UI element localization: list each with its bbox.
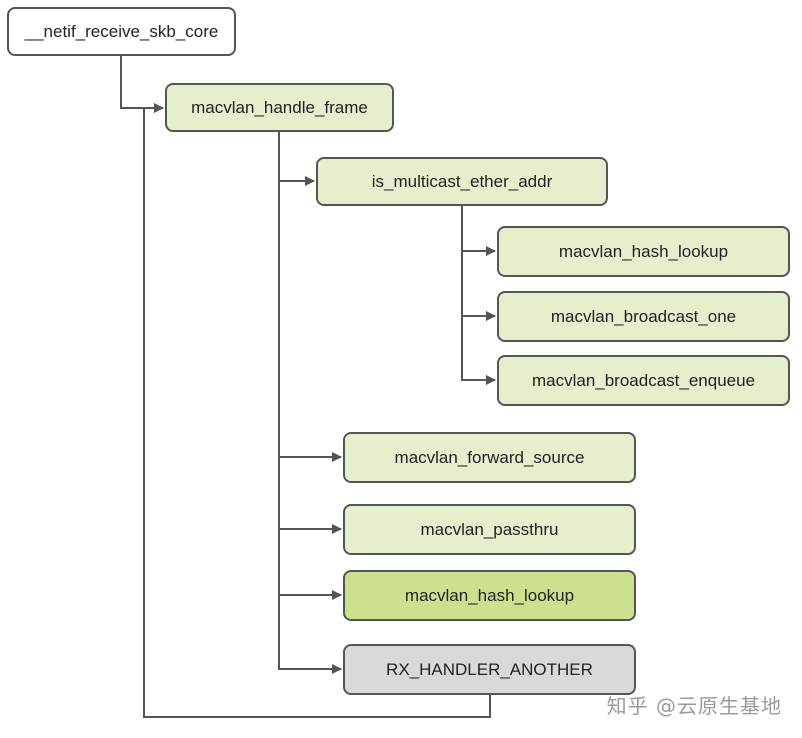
edge-handle-frame-to-hash-lookup bbox=[278, 529, 342, 600]
edge-handle-frame-to-multicast bbox=[278, 132, 315, 186]
node-macvlan-handle-frame: macvlan_handle_frame bbox=[165, 83, 394, 132]
edge-layer bbox=[120, 56, 496, 718]
edge-multicast-to-broadcast-enqueue bbox=[461, 316, 496, 385]
node-macvlan-passthru: macvlan_passthru bbox=[343, 504, 636, 555]
edge-multicast-to-broadcast-one bbox=[461, 251, 496, 321]
edge-handle-frame-to-rx-handler bbox=[278, 595, 342, 674]
node-is-multicast-ether-addr: is_multicast_ether_addr bbox=[316, 157, 608, 206]
edge-handle-frame-to-passthru bbox=[278, 457, 342, 534]
node-macvlan-hash-lookup-1: macvlan_hash_lookup bbox=[497, 226, 790, 277]
node-macvlan-hash-lookup-2: macvlan_hash_lookup bbox=[343, 570, 636, 621]
edge-rx-handler-loop-back bbox=[143, 108, 491, 718]
edge-handle-frame-to-forward-source bbox=[278, 181, 342, 462]
watermark: 知乎 @云原生基地 bbox=[606, 694, 782, 718]
node-rx-handler-another: RX_HANDLER_ANOTHER bbox=[343, 644, 636, 695]
edge-multicast-to-hash-lookup bbox=[461, 206, 496, 256]
node-netif-receive-skb-core: __netif_receive_skb_core bbox=[7, 7, 236, 56]
node-macvlan-broadcast-enqueue: macvlan_broadcast_enqueue bbox=[497, 355, 790, 406]
node-macvlan-forward-source: macvlan_forward_source bbox=[343, 432, 636, 483]
node-macvlan-broadcast-one: macvlan_broadcast_one bbox=[497, 291, 790, 342]
edge-netif-to-handle-frame bbox=[120, 56, 164, 113]
